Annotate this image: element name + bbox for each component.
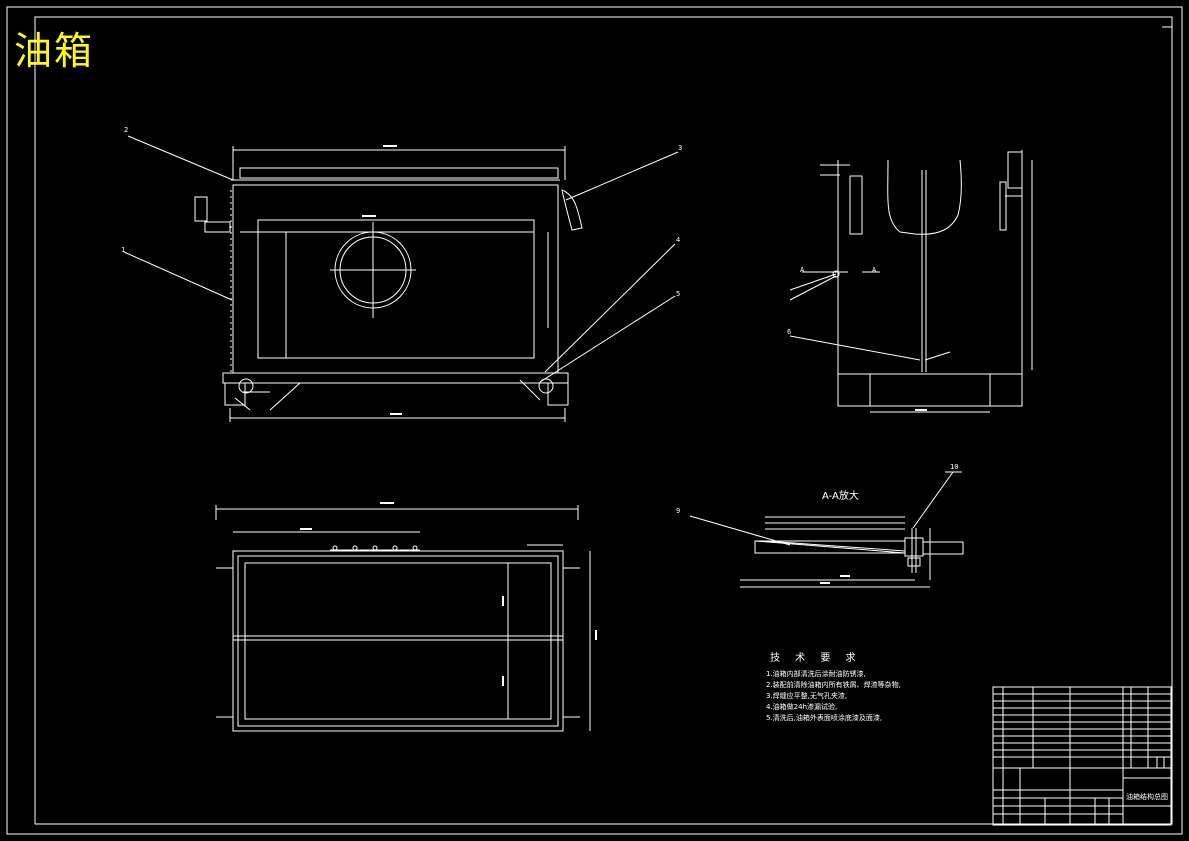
outer-border xyxy=(6,6,1183,835)
callout-label: 4 xyxy=(676,236,680,244)
callout-label: 9 xyxy=(676,507,680,515)
technical-requirements-notes: 1.油箱内部清洗后涂耐油防锈漆, 2.装配前清除油箱内所有铁屑、焊渣等杂物, 3… xyxy=(766,669,936,724)
dimension-marks xyxy=(300,145,927,686)
top-view xyxy=(215,505,591,732)
note-line: 4.油箱做24h渗漏试验, xyxy=(766,703,838,711)
callout-label: 3 xyxy=(678,144,682,152)
callout-label: 10 xyxy=(950,463,958,471)
callout-label: 6 xyxy=(787,328,791,336)
note-line: 2.装配前清除油箱内所有铁屑、焊渣等杂物, xyxy=(766,681,901,689)
callout-label: 1 xyxy=(121,246,125,254)
note-line: 5.清洗后,油箱外表面喷涂底漆及面漆, xyxy=(766,714,883,722)
inner-border xyxy=(34,16,1173,825)
title-block xyxy=(992,686,1172,826)
section-view xyxy=(689,471,964,588)
callout-label: 2 xyxy=(124,126,128,134)
callout-label: 5 xyxy=(676,290,680,298)
drawing-title: 油箱 xyxy=(14,29,95,73)
section-view-title: A-A放大 xyxy=(822,491,859,502)
note-line: 3.焊缝应平整,无气孔夹渣, xyxy=(766,692,848,700)
drawing-name: 油箱结构总图 xyxy=(1126,793,1168,801)
side-view xyxy=(789,150,1033,413)
section-marker: A xyxy=(800,266,805,274)
front-view xyxy=(123,135,679,422)
note-line: 1.油箱内部清洗后涂耐油防锈漆, xyxy=(766,670,866,678)
section-marker: A xyxy=(872,266,877,274)
technical-requirements-title: 技 术 要 求 xyxy=(770,653,862,664)
